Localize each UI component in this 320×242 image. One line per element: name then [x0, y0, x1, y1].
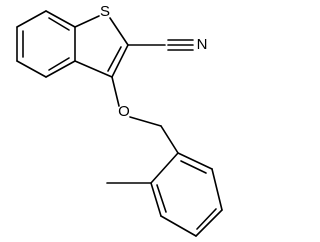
bond — [211, 168, 223, 211]
bond — [160, 215, 197, 237]
double-bond-inner — [107, 46, 122, 72]
nitrile-group — [127, 39, 194, 51]
bond — [109, 17, 129, 46]
bond — [111, 76, 120, 107]
double-bond-inner — [156, 184, 167, 213]
bond — [111, 44, 129, 78]
bond — [150, 182, 162, 217]
double-bond-inner — [196, 208, 217, 230]
bond — [195, 209, 223, 237]
bond — [16, 10, 47, 28]
bond — [150, 152, 179, 184]
structure-diagram: S N O — [16, 3, 223, 237]
bond — [129, 116, 162, 127]
double-bond-inner — [48, 17, 70, 31]
molecule-canvas: S N O — [16, 2, 223, 237]
oxygen-atom-label: O — [118, 103, 130, 120]
bond — [74, 15, 100, 28]
tolyl-ring — [106, 152, 223, 237]
bond — [45, 10, 76, 28]
bond — [160, 125, 179, 154]
double-bond-inner — [48, 57, 70, 71]
bond — [16, 60, 47, 78]
double-bond-inner — [180, 160, 207, 174]
bond — [177, 152, 213, 170]
bond — [45, 60, 76, 78]
bond — [74, 60, 113, 78]
thiophene-ring — [74, 15, 129, 78]
benzo-ring — [16, 10, 76, 78]
sulfur-atom-label: S — [100, 3, 110, 20]
nitrogen-atom-label: N — [197, 36, 208, 53]
ether-linkage — [111, 76, 179, 154]
